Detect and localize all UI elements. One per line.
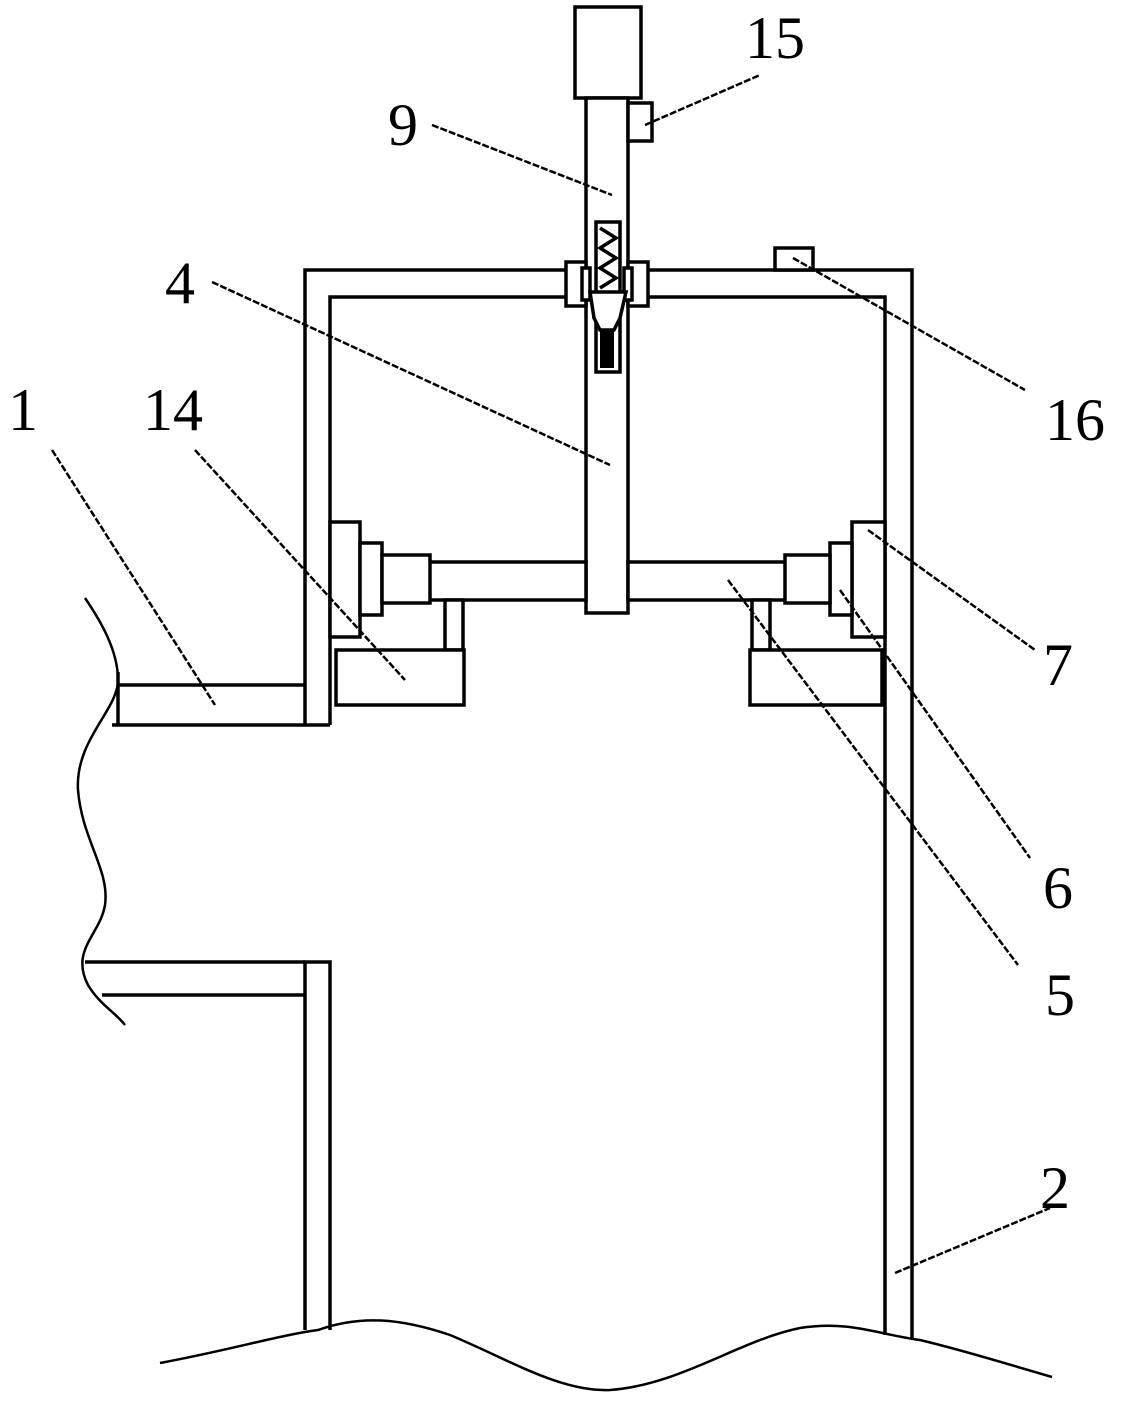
- leader-1: [50, 449, 217, 706]
- crossbar-right: [626, 560, 790, 602]
- sleeve-right-inner: [622, 266, 634, 302]
- label-15: 15: [745, 5, 805, 71]
- inlet-break-line: [76, 597, 126, 1026]
- shaft-coupling: [587, 290, 629, 332]
- leader-14: [194, 449, 406, 681]
- label-6: 6: [1043, 855, 1073, 921]
- label-4: 4: [165, 250, 195, 316]
- housing-left-wall-lower: [303, 960, 332, 1330]
- callout-labels: 15 9 4 16 1 14 7 6 5 2: [8, 5, 1105, 1221]
- sensor-15: [626, 101, 654, 143]
- left-fitting-mid: [358, 541, 384, 617]
- left-support-post: [443, 598, 465, 652]
- leader-16: [792, 256, 1026, 392]
- top-motor-block: [573, 5, 643, 100]
- label-2: 2: [1040, 1155, 1070, 1221]
- drive-shaft-assembly: [564, 5, 815, 615]
- left-fitting-outer: [328, 520, 362, 639]
- spring-coil: [596, 226, 620, 290]
- right-fitting-inner: [783, 553, 832, 605]
- leader-5: [727, 579, 1019, 966]
- label-7: 7: [1043, 632, 1073, 698]
- leader-6: [838, 589, 1032, 859]
- left-fitting-inner: [380, 553, 432, 605]
- leader-lines: [50, 73, 1051, 1275]
- inlet-pipe-lower-wall: [85, 960, 305, 997]
- label-16: 16: [1045, 387, 1105, 453]
- leader-4: [211, 280, 611, 467]
- label-9: 9: [388, 92, 418, 158]
- label-1: 1: [8, 377, 38, 443]
- label-14: 14: [143, 377, 203, 443]
- inlet-pipe-upper-wall: [112, 683, 305, 727]
- left-base-block: [334, 648, 466, 707]
- crossbar-left: [426, 560, 588, 602]
- leader-2: [894, 1206, 1051, 1275]
- crossbar-assembly: [328, 520, 887, 707]
- leader-15: [644, 73, 761, 127]
- inlet-pipe: [85, 672, 305, 997]
- leader-7: [867, 528, 1036, 652]
- label-5: 5: [1045, 962, 1075, 1028]
- bottom-break-line: [159, 1319, 1053, 1392]
- sleeve-left-inner: [580, 266, 592, 302]
- break-lines: [76, 597, 1053, 1392]
- right-fitting-mid: [828, 541, 854, 617]
- leader-9: [431, 123, 613, 197]
